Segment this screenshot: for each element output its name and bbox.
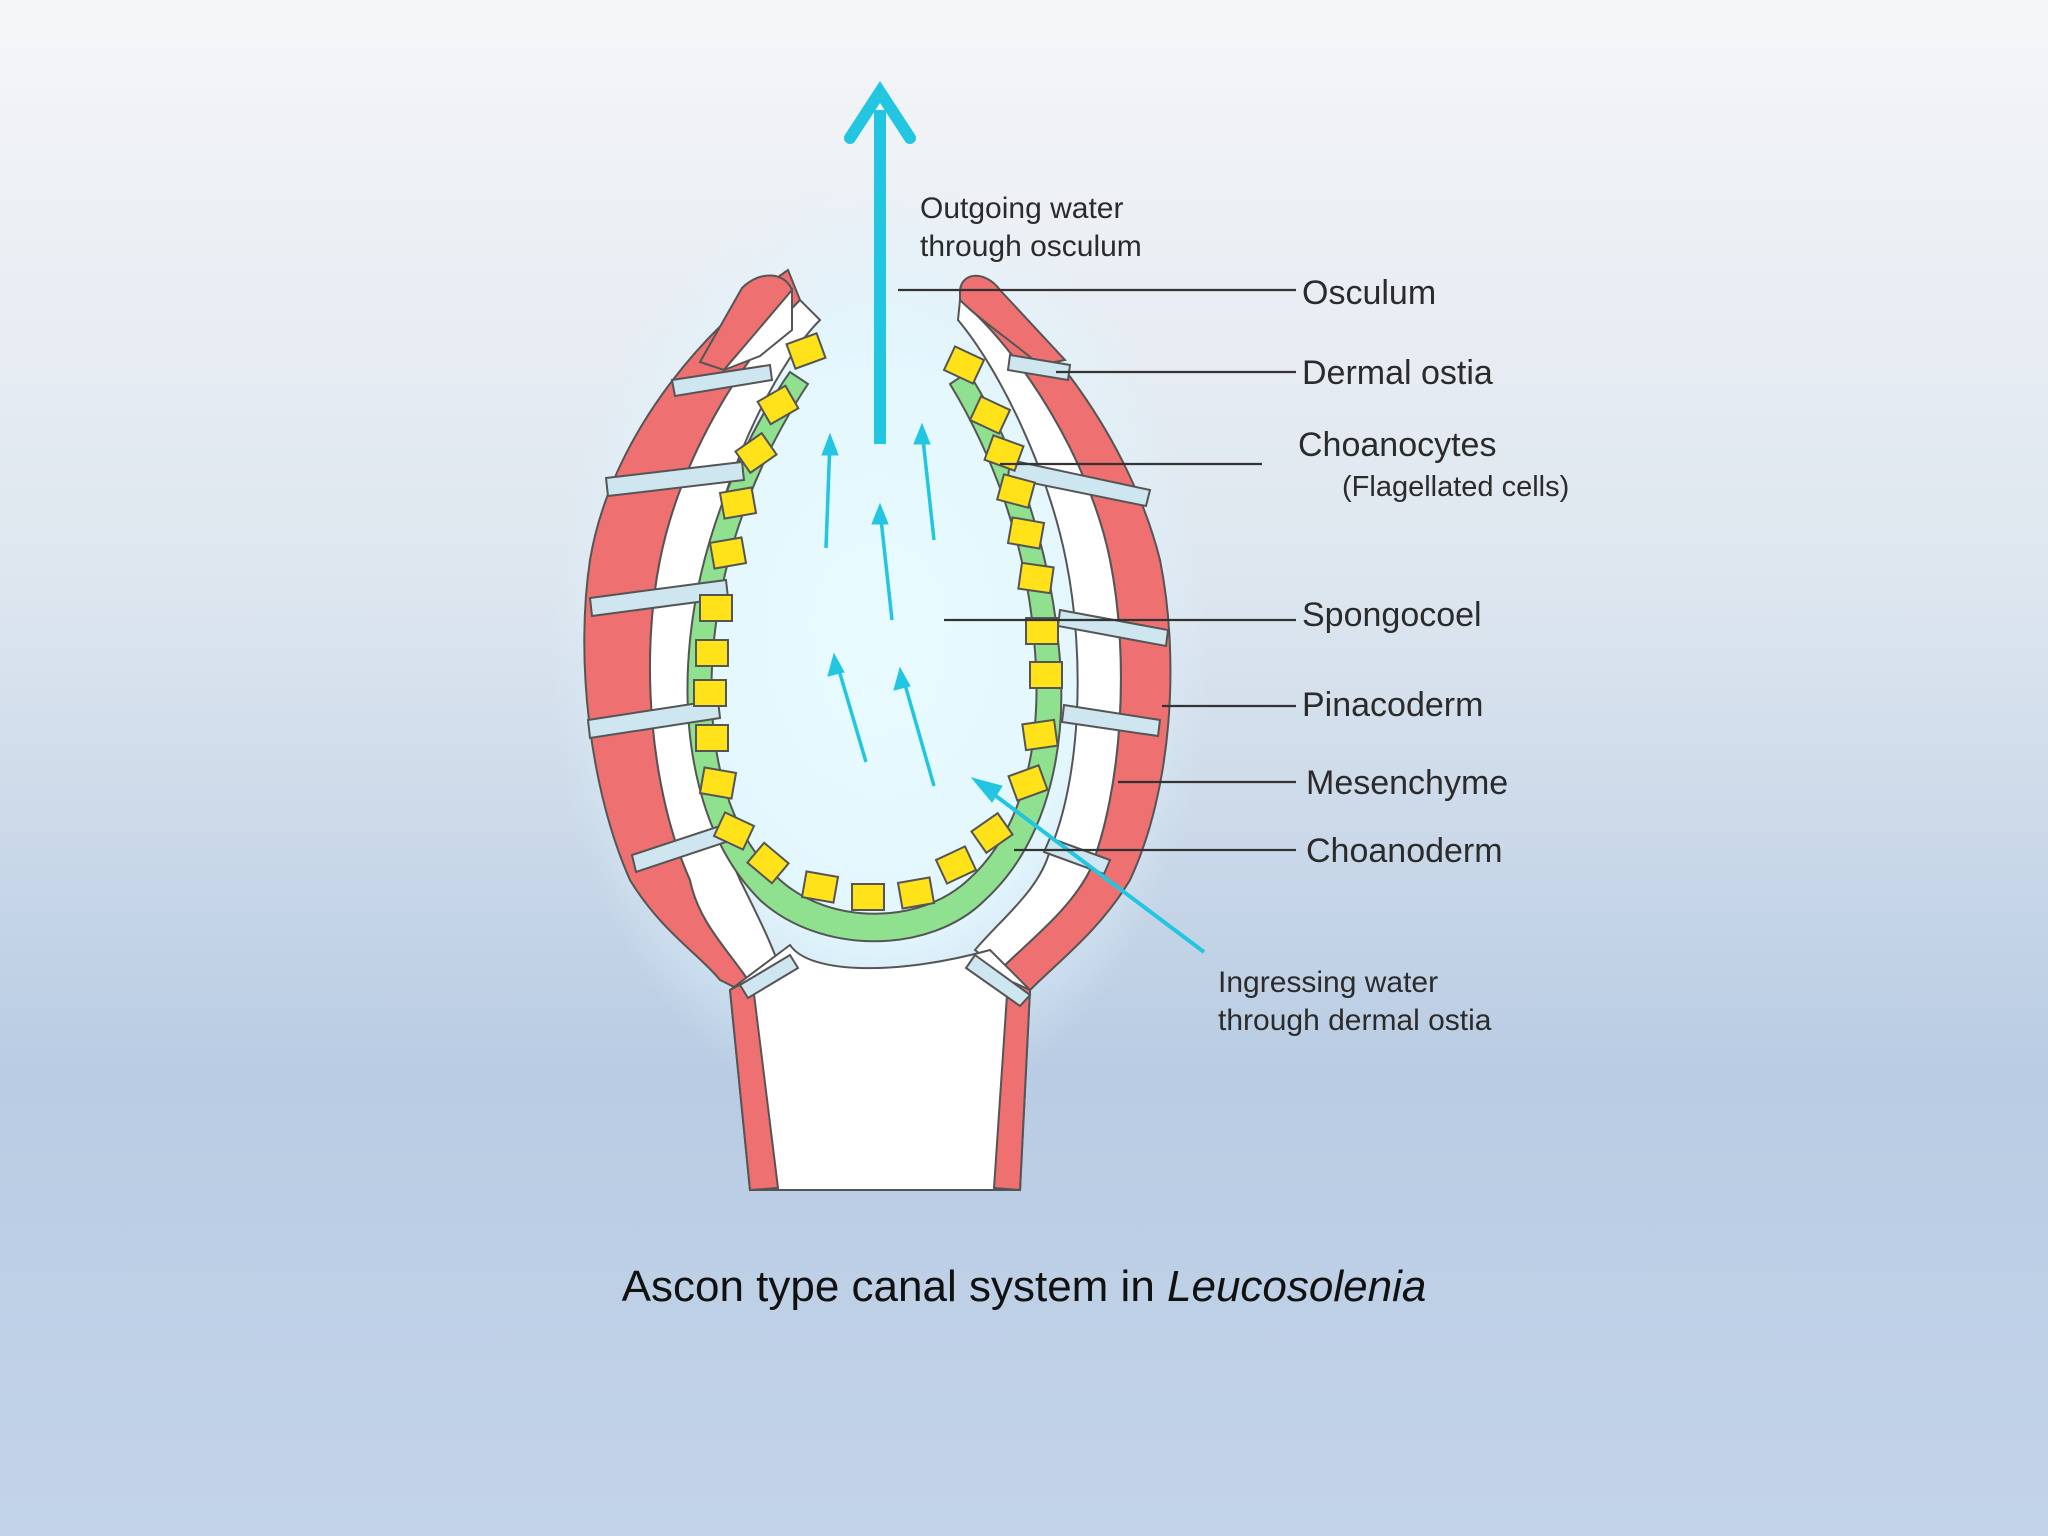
label-outgoing-water-line1: Outgoing water (920, 192, 1123, 225)
ingressing-water-arrow (978, 782, 1206, 954)
label-mesenchyme: Mesenchyme (1306, 764, 1508, 802)
water-flow-arrows (821, 81, 1206, 954)
left-rim-inner (723, 287, 793, 371)
label-ingressing-water-line2: through dermal ostia (1218, 1004, 1492, 1037)
caption-genus: Leucosolenia (1167, 1262, 1427, 1311)
caption-prefix: Ascon type canal system in (621, 1262, 1168, 1311)
leader-lines (898, 288, 1296, 852)
label-choanoderm: Choanoderm (1306, 832, 1503, 870)
label-outgoing-water-line2: through osculum (920, 230, 1142, 263)
label-osculum: Osculum (1302, 274, 1436, 312)
stalk (728, 943, 1032, 1192)
label-spongocoel: Spongocoel (1302, 596, 1482, 634)
outgoing-arrowhead-icon (844, 81, 916, 144)
label-pinacoderm: Pinacoderm (1302, 686, 1483, 724)
choanocytes (693, 332, 1063, 911)
label-flagellated-cells: (Flagellated cells) (1342, 471, 1569, 503)
ingressing-arrowhead-icon (970, 777, 1003, 803)
label-dermal-ostia: Dermal ostia (1302, 354, 1493, 392)
label-ingressing-water-line1: Ingressing water (1218, 966, 1438, 999)
label-choanocytes: Choanocytes (1298, 426, 1496, 464)
figure-caption: Ascon type canal system in Leucosolenia (0, 1262, 2048, 1312)
